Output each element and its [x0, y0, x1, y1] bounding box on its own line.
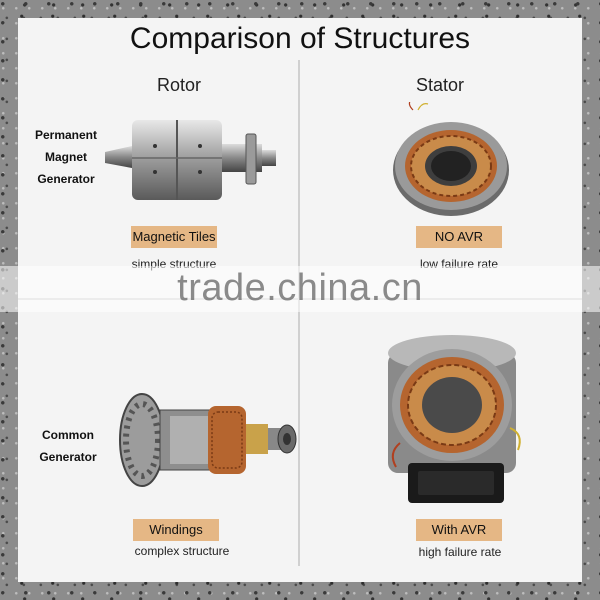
watermark-text: trade.china.cn [177, 267, 423, 309]
rotor-column-heading: Rotor [156, 75, 201, 95]
row-label-line: Generator [39, 450, 97, 464]
row-label-line: Permanent [34, 128, 98, 142]
stator-no-avr-image [393, 102, 509, 216]
windings-tag: Windings [133, 519, 219, 541]
row-label-line: Magnet [45, 150, 87, 164]
watermark-band [0, 266, 600, 312]
complex-structure-text: complex structure [134, 544, 230, 558]
permanent-magnet-rotor-image [105, 120, 276, 200]
with-avr-tag: With AVR [416, 519, 502, 541]
row-label-line: Common [42, 428, 94, 442]
page-title: Comparison of Structures [129, 22, 471, 55]
row-label-permanent-magnet-generator: Permanent Magnet Generator [21, 124, 111, 190]
wound-rotor-image [119, 393, 297, 487]
stator-with-avr-image [388, 335, 521, 503]
row-label-line: Generator [37, 172, 95, 186]
stator-column-heading: Stator [415, 75, 465, 95]
column-divider [298, 60, 300, 566]
no-avr-tag: NO AVR [416, 226, 502, 248]
magnetic-tiles-tag: Magnetic Tiles [131, 226, 217, 248]
high-failure-rate-text: high failure rate [418, 545, 502, 559]
row-label-common-generator: Common Generator [23, 424, 113, 468]
